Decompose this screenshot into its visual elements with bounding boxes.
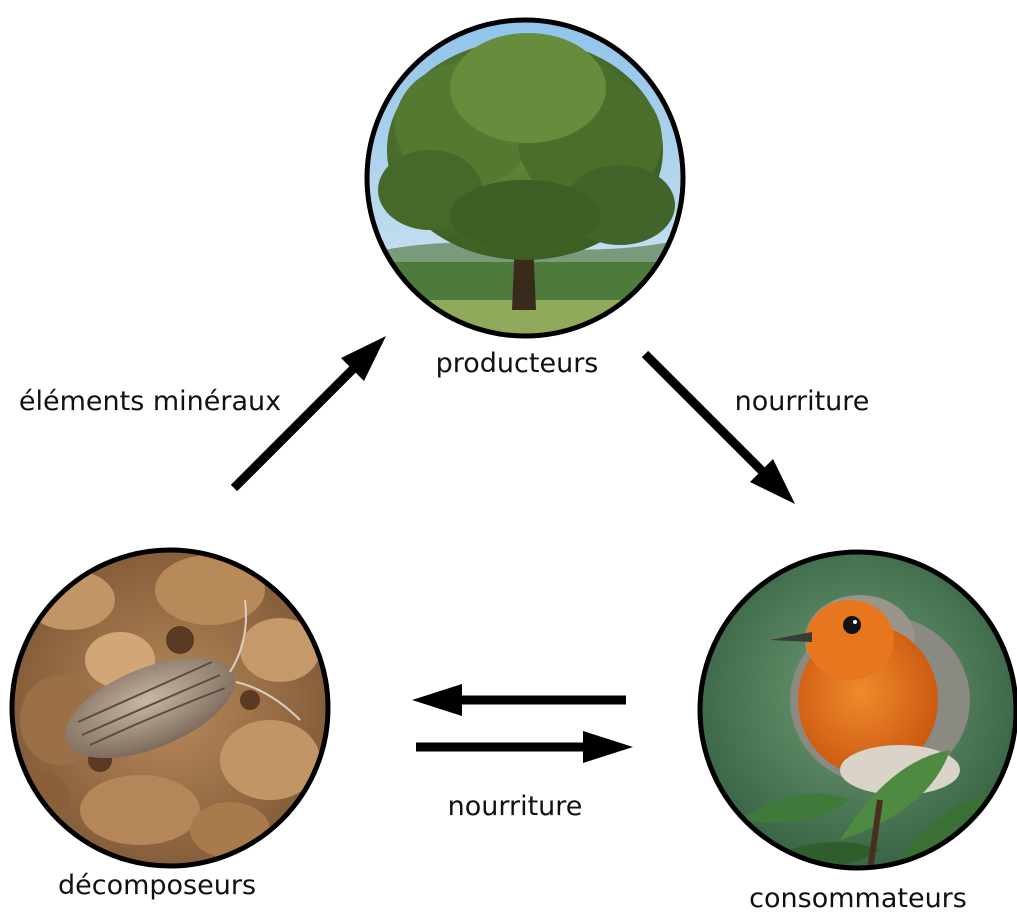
consommateurs-node bbox=[698, 550, 1017, 870]
arrow-consommateurs-to-decomposeurs bbox=[412, 684, 626, 716]
label-nourriture-top: nourriture bbox=[735, 386, 870, 417]
tree-picture bbox=[360, 15, 690, 345]
label-producteurs: producteurs bbox=[436, 348, 599, 379]
decomposeurs-node bbox=[10, 548, 330, 868]
label-decomposeurs: décomposeurs bbox=[58, 870, 256, 901]
arrow-producteurs-to-consommateurs bbox=[645, 354, 795, 504]
arrow-decomposeurs-to-consommateurs bbox=[416, 731, 633, 763]
label-nourriture-bottom: nourriture bbox=[448, 791, 583, 822]
label-consommateurs: consommateurs bbox=[749, 883, 967, 914]
producteurs-node bbox=[360, 15, 690, 345]
label-elements-mineraux: éléments minéraux bbox=[19, 386, 281, 417]
